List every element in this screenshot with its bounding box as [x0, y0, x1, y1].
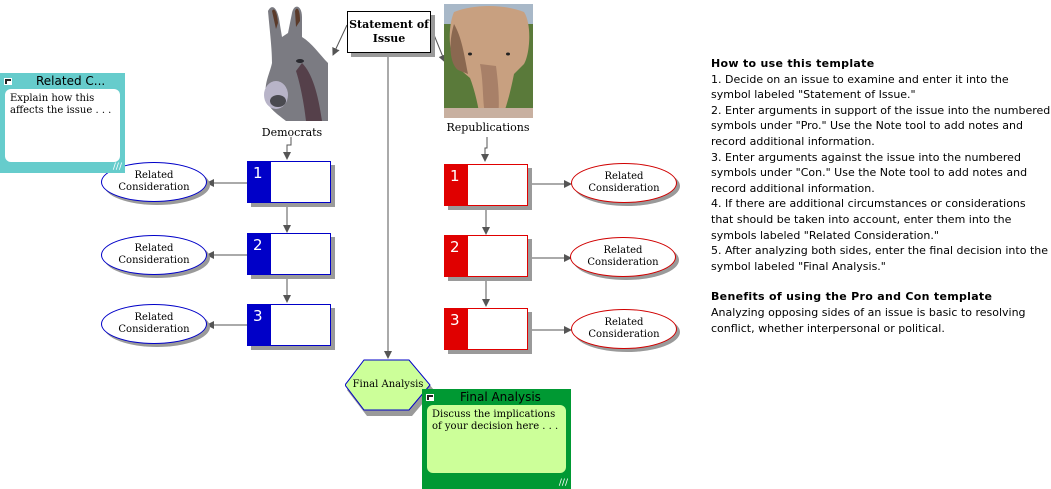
collapse-icon[interactable]: [426, 393, 434, 401]
donkey-image[interactable]: [262, 3, 330, 123]
pro-related-consideration-3-label: Related Consideration: [118, 312, 190, 335]
step-2: 2. Enter arguments in support of the iss…: [711, 103, 1051, 148]
con-number-1: 1: [445, 165, 468, 205]
resize-grip-icon[interactable]: ///: [558, 478, 568, 488]
step-4: 4. If there are additional circumstances…: [711, 197, 1026, 242]
con-number-3: 3: [445, 309, 468, 349]
final-analysis-hexagon[interactable]: Final Analysis: [345, 359, 434, 416]
con-box-3[interactable]: 3: [444, 308, 528, 350]
con-related-consideration-2-label: Related Consideration: [587, 245, 659, 268]
note-title: Related C...: [36, 74, 106, 88]
pro-number-2: 2: [248, 234, 271, 274]
con-box-1[interactable]: 1: [444, 164, 528, 206]
benefits-text: Analyzing opposing sides of an issue is …: [711, 305, 1026, 335]
con-related-consideration-1[interactable]: Related Consideration: [571, 163, 677, 203]
pro-box-3[interactable]: 3: [247, 304, 331, 346]
note-title: Final Analysis: [460, 390, 541, 404]
how-to-title: How to use this template: [711, 57, 875, 70]
pro-number-1: 1: [248, 162, 271, 202]
republicans-label: Republications: [446, 121, 530, 134]
note-titlebar[interactable]: Related C...: [0, 73, 125, 89]
con-number-2: 2: [445, 236, 468, 276]
elephant-image[interactable]: [444, 4, 533, 118]
con-related-consideration-2[interactable]: Related Consideration: [570, 237, 676, 277]
related-consideration-note[interactable]: Related C... Explain how this affects th…: [0, 73, 125, 173]
democrats-label: Democrats: [261, 126, 323, 139]
pro-related-consideration-3[interactable]: Related Consideration: [101, 304, 207, 344]
step-3: 3. Enter arguments against the issue int…: [711, 150, 1028, 195]
pro-related-consideration-2[interactable]: Related Consideration: [101, 235, 207, 275]
pro-box-2[interactable]: 2: [247, 233, 331, 275]
con-related-consideration-1-label: Related Consideration: [588, 171, 660, 194]
benefits-title: Benefits of using the Pro and Con templa…: [711, 290, 993, 304]
pro-number-3: 3: [248, 305, 271, 345]
wire-democrats-pro1: [283, 137, 292, 160]
con-related-consideration-3-label: Related Consideration: [588, 317, 660, 340]
con-related-consideration-3[interactable]: Related Consideration: [571, 309, 677, 349]
note-titlebar[interactable]: Final Analysis: [422, 389, 571, 405]
hexagon-shape: [345, 359, 434, 416]
statement-of-issue-box[interactable]: Statement of Issue: [347, 11, 431, 53]
wire-statement-republicans: [429, 24, 447, 63]
note-body[interactable]: Discuss the implications of your decisio…: [427, 405, 566, 473]
pro-box-1[interactable]: 1: [247, 161, 331, 203]
resize-grip-icon[interactable]: ///: [112, 162, 122, 172]
con-box-2[interactable]: 2: [444, 235, 528, 277]
final-analysis-note[interactable]: Final Analysis Discuss the implications …: [422, 389, 571, 489]
step-1: 1. Decide on an issue to examine and ent…: [711, 72, 1009, 102]
pro-related-consideration-2-label: Related Consideration: [118, 243, 190, 266]
note-body[interactable]: Explain how this affects the issue . . .: [5, 89, 120, 162]
pro-related-consideration-1-label: Related Consideration: [118, 170, 190, 193]
wire-republicans-con1: [481, 137, 489, 162]
instructions-panel: How to use this template 1. Decide on an…: [711, 56, 1051, 336]
wire-statement-democrats: [332, 24, 348, 56]
final-analysis-label: Final Analysis: [352, 379, 424, 390]
statement-of-issue-label: Statement of Issue: [349, 18, 429, 45]
collapse-icon[interactable]: [4, 77, 12, 85]
step-5: 5. After analyzing both sides, enter the…: [711, 244, 1048, 273]
